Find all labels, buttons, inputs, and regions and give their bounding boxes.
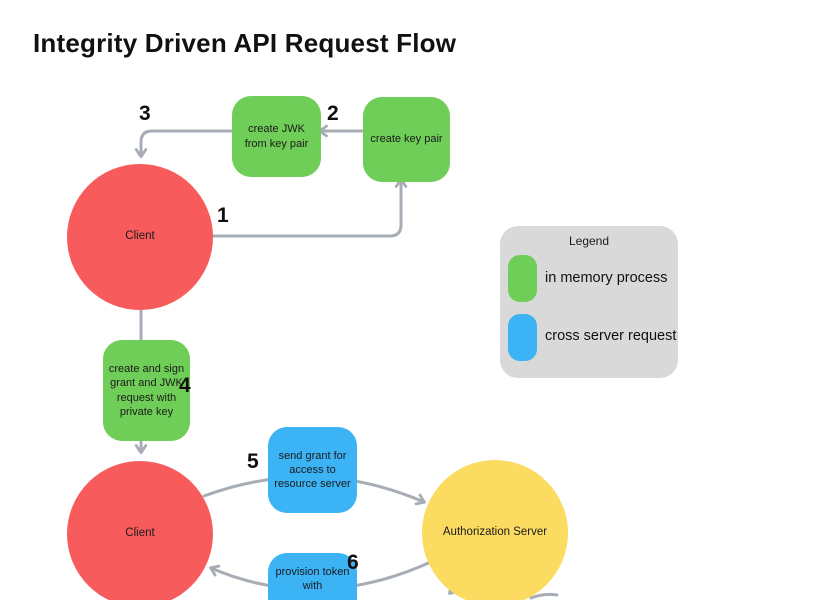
step-number-1: 1 bbox=[217, 204, 229, 227]
node-authorization-server: Authorization Server bbox=[422, 460, 568, 600]
node-create-and-sign-grant: create and sign grant and JWK request wi… bbox=[103, 340, 190, 441]
arrow-step1-client-to-create-key-pair bbox=[210, 178, 408, 238]
node-client-top-label: Client bbox=[125, 230, 155, 243]
node-send-grant: send grant for access to resource server bbox=[268, 427, 357, 513]
legend-label-cross-server-request: cross server request bbox=[545, 328, 677, 344]
node-authorization-server-label: Authorization Server bbox=[442, 526, 548, 539]
node-provision-token: provision token with bbox=[268, 553, 357, 600]
node-create-key-pair-label: create key pair bbox=[370, 133, 443, 146]
page-title: Integrity Driven API Request Flow bbox=[33, 28, 457, 58]
arrow-bottom-right-partial bbox=[529, 592, 559, 600]
node-create-key-pair: create key pair bbox=[363, 97, 450, 182]
node-client-bottom-label: Client bbox=[125, 527, 155, 540]
legend-swatch-cross-server-request bbox=[508, 314, 537, 361]
node-client-bottom: Client bbox=[67, 461, 213, 600]
legend-label-in-memory-process: in memory process bbox=[545, 270, 668, 286]
node-send-grant-label: send grant for access to resource server bbox=[274, 449, 351, 491]
node-create-and-sign-grant-label: create and sign grant and JWK request wi… bbox=[108, 362, 185, 418]
step-number-2: 2 bbox=[327, 102, 339, 125]
step-number-4: 4 bbox=[179, 374, 191, 397]
step-number-6: 6 bbox=[347, 551, 359, 574]
arrow-step3-create-jwk-to-client bbox=[134, 129, 233, 158]
node-create-jwk-from-key-pair: create JWK from key pair bbox=[232, 96, 321, 177]
legend-title: Legend bbox=[568, 234, 610, 248]
step-number-5: 5 bbox=[247, 450, 259, 473]
legend-swatch-in-memory-process bbox=[508, 255, 537, 302]
legend-box: Legend in memory process cross server re… bbox=[500, 226, 678, 378]
node-create-jwk-label: create JWK from key pair bbox=[244, 123, 309, 150]
node-provision-token-label: provision token with bbox=[275, 566, 350, 593]
step-number-3: 3 bbox=[139, 102, 151, 125]
node-client-top: Client bbox=[67, 164, 213, 310]
